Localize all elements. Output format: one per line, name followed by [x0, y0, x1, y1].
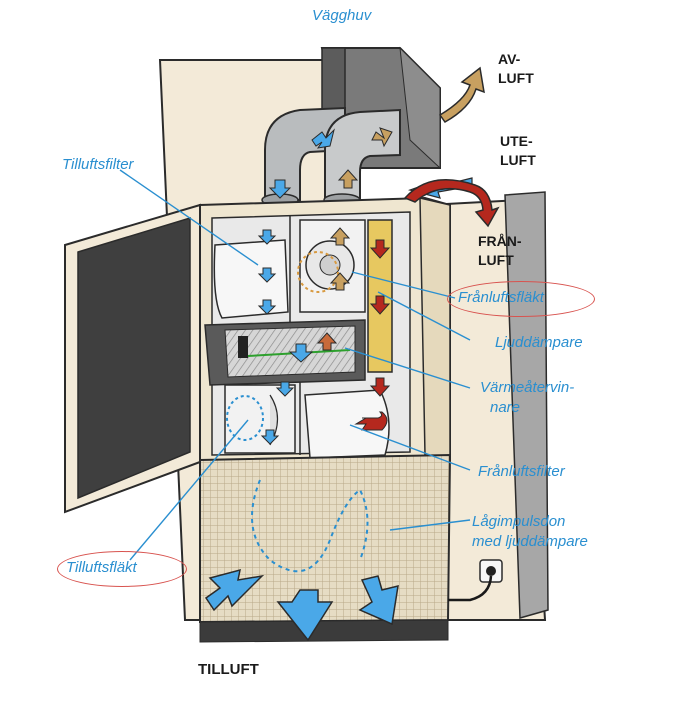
- label-franluft: FRÅN- LUFT: [478, 232, 522, 270]
- supply-outlet-arrows: [204, 568, 399, 642]
- label-ljuddampare: Ljuddämpare: [495, 334, 583, 351]
- leader-lines: [119, 169, 471, 561]
- label-varmeatervinnare-line2: nare: [490, 399, 521, 416]
- label-tilluftsflakt: Tilluftsfläkt: [66, 559, 137, 576]
- label-uteluft-line1: UTE-: [500, 133, 533, 149]
- highlight-franluftsflakt: [447, 281, 595, 317]
- supply-filter: [213, 239, 289, 319]
- label-avluft-line1: AV-: [498, 51, 521, 67]
- label-uteluft-line2: LUFT: [500, 152, 536, 168]
- label-varmeatervinnare: Värmeåtervin- nare: [480, 378, 574, 418]
- label-lagimpulsdon: Lågimpulsdon med ljuddämpare: [472, 512, 588, 552]
- supply-flow-arrows: [257, 128, 335, 445]
- label-tilluft: TILLUFT: [198, 661, 259, 678]
- label-vagghuv: Vägghuv: [312, 7, 372, 24]
- exhaust-arrow: [438, 66, 485, 123]
- label-avluft: AV- LUFT: [498, 50, 534, 88]
- open-door: [64, 203, 201, 514]
- heat-exchanger: [204, 319, 366, 386]
- label-franluft-line2: LUFT: [478, 252, 514, 268]
- label-tilluftsfilter: Tilluftsfilter: [62, 156, 134, 173]
- label-avluft-line2: LUFT: [498, 70, 534, 86]
- extract-air-arrow: [403, 179, 500, 228]
- label-franluft-line1: FRÅN-: [478, 233, 522, 249]
- wall-socket: [448, 559, 503, 602]
- label-franluftsflakt: Frånluftsfläkt: [458, 289, 544, 306]
- label-varmeatervinnare-line1: Värmeåtervin-: [480, 379, 575, 396]
- label-franluftsfilter: Frånluftsfilter: [478, 463, 565, 480]
- highlight-tilluftsflakt: [57, 551, 187, 587]
- extract-flow-arrows: [316, 127, 393, 431]
- label-lagimpulsdon-line2: med ljuddämpare: [472, 533, 588, 550]
- label-uteluft: UTE- LUFT: [500, 132, 536, 170]
- low-impulse-diffuser: [199, 453, 452, 643]
- extract-fan: [297, 219, 366, 313]
- label-lagimpulsdon-line1: Lågimpulsdon: [472, 513, 566, 530]
